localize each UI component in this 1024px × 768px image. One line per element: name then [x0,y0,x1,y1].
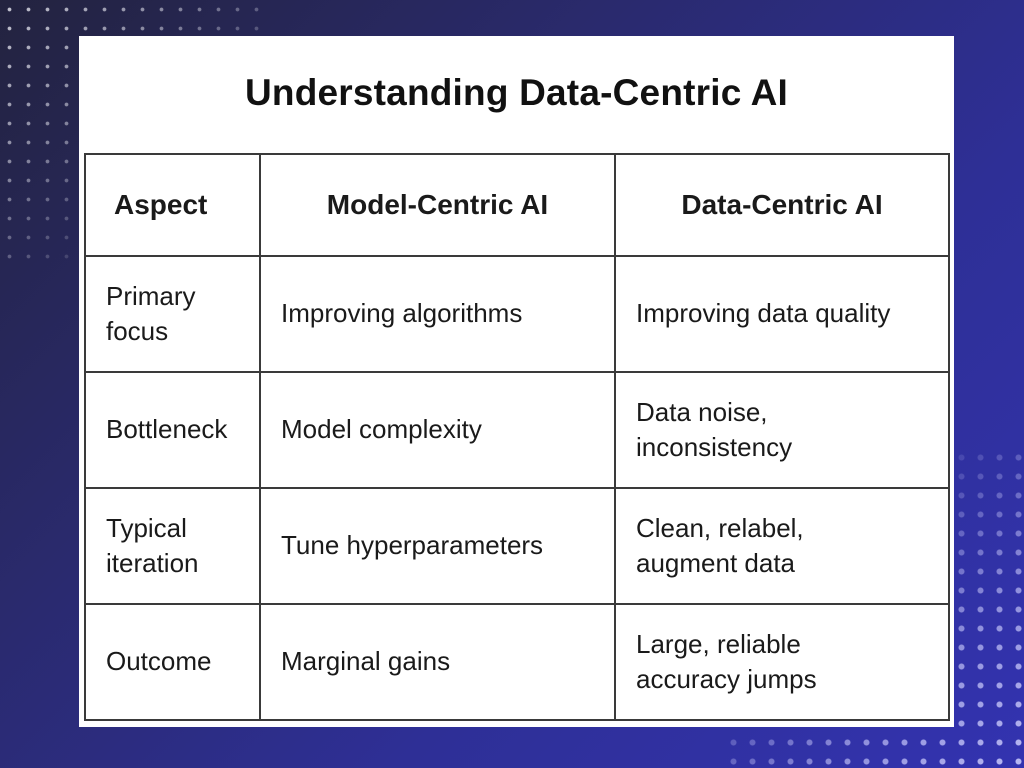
cell-text: Improving algorithms [281,298,523,329]
cell-aspect: Primary focus [84,255,261,373]
comparison-card: Understanding Data-Centric AI Aspect Mod… [79,36,954,727]
column-header-aspect: Aspect [84,153,261,257]
column-header-model-centric: Model-Centric AI [259,153,616,257]
cell-text: inconsistency [636,432,793,462]
cell-text: accuracy jumps [636,664,817,694]
cell-data-centric: Improving data quality [614,255,950,373]
cell-model-centric: Improving algorithms [259,255,616,373]
cell-text: Data noise, [636,396,768,427]
table-row-bottleneck: Bottleneck Model complexity Data noise, … [84,371,950,489]
cell-text: Tune hyperparameters [281,530,544,561]
table-header-row: Aspect Model-Centric AI Data-Centric AI [84,153,950,257]
cell-data-centric: Clean, relabel, augment data [614,487,950,605]
page-title: Understanding Data-Centric AI [244,72,789,113]
cell-aspect: Bottleneck [84,371,261,489]
column-header-data-centric: Data-Centric AI [614,153,950,257]
cell-text: Primary [106,280,196,311]
cell-text: Large, reliable [636,628,801,659]
table-row-typical-iteration: Typical iteration Tune hyperparameters C… [84,487,950,605]
table-row-outcome: Outcome Marginal gains Large, reliable a… [84,603,950,721]
cell-model-centric: Marginal gains [259,603,616,721]
cell-text: Marginal gains [281,646,451,677]
cell-data-centric: Data noise, inconsistency [614,371,950,489]
cell-text: Improving data quality [636,298,891,329]
cell-text: Outcome [106,646,212,677]
cell-text: augment data [636,548,796,578]
cell-data-centric: Large, reliable accuracy jumps [614,603,950,721]
cell-text: iteration [106,548,199,578]
cell-text: focus [106,316,169,346]
cell-text: Typical [106,512,187,543]
table-row-primary-focus: Primary focus Improving algorithms Impro… [84,255,950,373]
cell-text: Bottleneck [106,414,228,445]
cell-aspect: Outcome [84,603,261,721]
cell-aspect: Typical iteration [84,487,261,605]
cell-text: Model complexity [281,414,482,445]
cell-text: Clean, relabel, [636,512,804,543]
comparison-table: Aspect Model-Centric AI Data-Centric AI … [84,153,950,721]
cell-model-centric: Model complexity [259,371,616,489]
cell-model-centric: Tune hyperparameters [259,487,616,605]
